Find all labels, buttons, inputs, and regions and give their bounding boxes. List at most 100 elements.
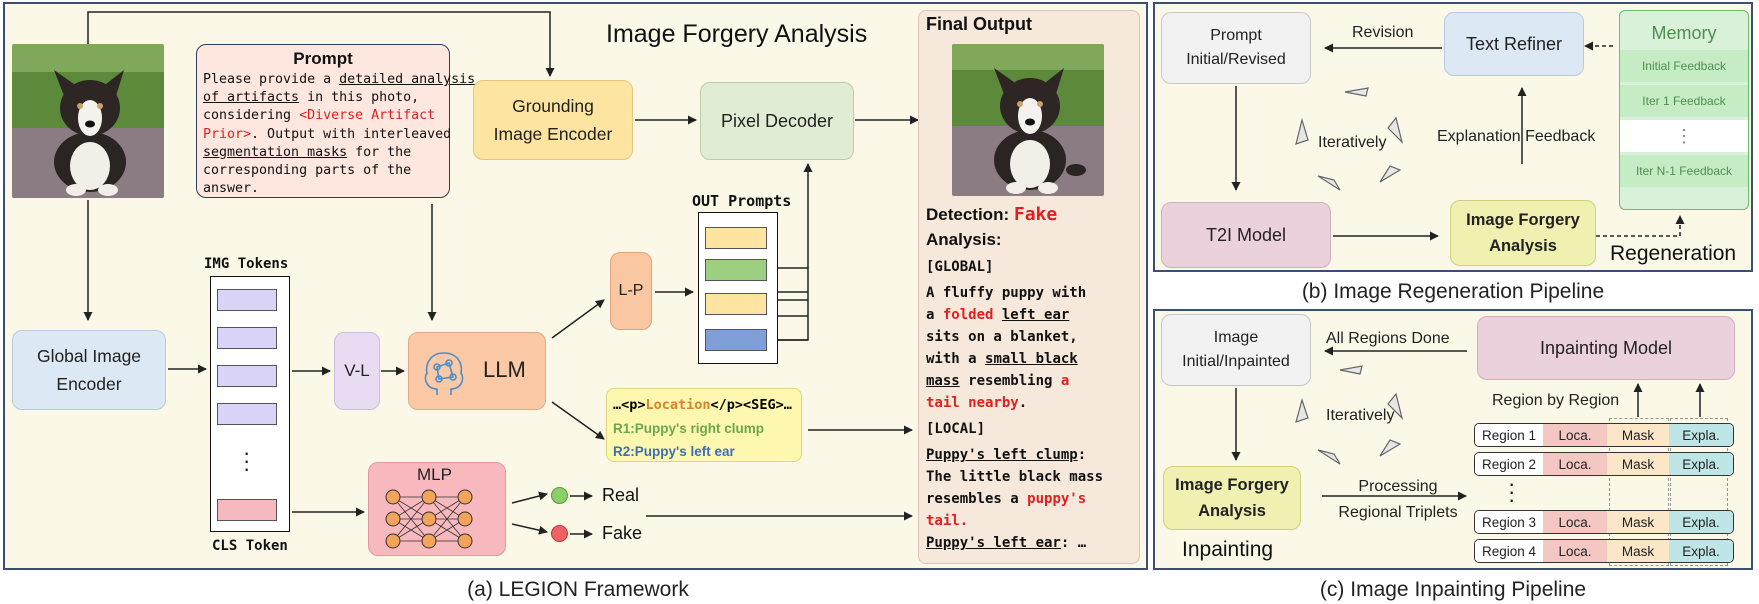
analysis-body: [GLOBAL] A fluffy puppy with a folded lef… xyxy=(926,256,1138,554)
arrow-llm-to-seg xyxy=(551,401,605,440)
global-analysis-line: tail nearby. xyxy=(926,392,1138,414)
region-loca: Loca. xyxy=(1543,511,1607,533)
ellipsis-icon: ··· xyxy=(243,440,251,481)
region-expla: Expla. xyxy=(1669,540,1733,562)
img-token xyxy=(217,365,277,387)
global-analysis-segment: mass xyxy=(926,373,960,389)
memory-item: Iter 1 Feedback xyxy=(1620,85,1748,117)
prompt-segment: of artifacts xyxy=(203,90,300,106)
all-regions-done-label: All Regions Done xyxy=(1326,330,1450,347)
global-analysis-segment: sits on a blanket, xyxy=(926,329,1078,345)
local-analysis-segment: : … xyxy=(1060,535,1087,551)
region-loca: Loca. xyxy=(1543,453,1607,475)
local-analysis-segment: : xyxy=(1077,447,1087,463)
img-tokens-stack: ··· xyxy=(210,276,290,532)
mask-column-highlight xyxy=(1609,418,1669,566)
global-analysis-segment: a xyxy=(926,307,943,323)
global-analysis-line: a folded left ear xyxy=(926,304,1138,326)
region-expla: Expla. xyxy=(1669,453,1733,475)
region-name: Region 2 xyxy=(1475,453,1543,475)
prompt-line: Please provide a detailed analysis xyxy=(203,71,475,89)
region-mask: Mask xyxy=(1607,424,1669,446)
image-initial-inpainted: Image Initial/Inpainted xyxy=(1161,314,1311,386)
region-mask: Mask xyxy=(1607,453,1669,475)
lp-projector: L-P xyxy=(610,252,652,330)
global-analysis-segment: resembling xyxy=(959,373,1061,389)
out-prompts-stack xyxy=(698,212,778,364)
prompt-segment: Please provide a xyxy=(203,72,340,87)
fake-label: Fake xyxy=(602,523,643,543)
region-name: Region 4 xyxy=(1475,540,1543,562)
global-analysis-segment: . xyxy=(1018,395,1028,411)
processing-label: Processing Regional Triplets xyxy=(1338,478,1458,521)
region-by-region-label: Region by Region xyxy=(1492,392,1620,409)
seg-text-suffix: </p><SEG>… xyxy=(710,397,792,413)
brain-icon xyxy=(424,352,464,395)
local-tag: [LOCAL] xyxy=(926,421,986,437)
seg-location-tag: Location xyxy=(645,397,711,413)
global-analysis-line: A fluffy puppy with xyxy=(926,282,1138,304)
regeneration-label: Regeneration xyxy=(1610,242,1737,265)
out-prompts-label: OUT Prompts xyxy=(692,192,792,210)
iteration-arrows-b xyxy=(1295,87,1404,191)
seg-r1-label: R1: xyxy=(613,421,635,436)
local-analysis-segment: resembles a xyxy=(926,491,1028,507)
prompt-line: of artifacts in this photo, xyxy=(203,89,443,107)
prompt-segment: answer. xyxy=(203,181,260,197)
arrow-llm-to-lp xyxy=(551,299,605,339)
global-analysis-segment: tail nearby xyxy=(926,395,1019,411)
final-output-title: Final Output xyxy=(926,14,1032,34)
local-analysis-segment: tail. xyxy=(926,513,969,529)
explanation-feedback-label: Explanation Feedback xyxy=(1437,128,1596,145)
cls-token xyxy=(217,499,277,521)
local-analysis-line: Puppy's left clump: xyxy=(926,444,1138,466)
seg-text-prefix: …<p> xyxy=(613,397,646,413)
out-token xyxy=(705,227,767,249)
out-token xyxy=(705,329,767,351)
cls-token-label: CLS Token xyxy=(212,538,288,554)
memory-item: Initial Feedback xyxy=(1620,50,1748,82)
memory-title: Memory xyxy=(1651,23,1717,43)
prompt-segment: in this photo, xyxy=(299,90,420,106)
caption-panel-a: (a) LEGION Framework xyxy=(467,578,689,601)
region-expla: Expla. xyxy=(1669,424,1733,446)
local-analysis-segment: Puppy's left ear xyxy=(926,535,1061,551)
global-analysis-segment: folded xyxy=(942,307,994,323)
real-dot-icon xyxy=(551,487,568,504)
pixel-decoder: Pixel Decoder xyxy=(700,82,854,160)
local-analysis-line: resembles a puppy's xyxy=(926,488,1138,510)
prompt-segment: detailed analysis xyxy=(339,72,476,87)
vl-projector: V-L xyxy=(334,332,380,410)
global-image-encoder: Global Image Encoder xyxy=(12,330,166,410)
global-analysis-segment: A fluffy puppy with xyxy=(926,285,1087,301)
mlp-block: MLP xyxy=(368,462,506,556)
prompt-segment: Prior> xyxy=(203,126,252,142)
region-expla: Expla. xyxy=(1669,511,1733,533)
arrow-mlp-to-fake xyxy=(511,523,548,535)
region-loca: Loca. xyxy=(1543,540,1607,562)
segmentation-text-box: …<p>Location</p><SEG>… R1:Puppy's right … xyxy=(606,388,802,462)
inpainting-model: Inpainting Model xyxy=(1477,316,1735,380)
local-analysis-text: Puppy's left clump:The little black mass… xyxy=(926,444,1138,554)
global-tag: [GLOBAL] xyxy=(926,259,994,275)
inpainting-label: Inpainting xyxy=(1182,538,1274,561)
seg-r2-label: R2: xyxy=(613,444,635,459)
local-analysis-line: Puppy's left ear: … xyxy=(926,532,1138,554)
bracket-out-prompts xyxy=(776,267,809,341)
img-token xyxy=(217,289,277,311)
memory-item: Iter N-1 Feedback xyxy=(1620,155,1748,187)
img-token xyxy=(217,327,277,349)
img-token xyxy=(217,403,277,425)
region-name: Region 3 xyxy=(1475,511,1543,533)
mlp-label: MLP xyxy=(417,465,452,484)
local-analysis-segment: Puppy's left clump xyxy=(926,447,1078,463)
region-mask: Mask xyxy=(1607,511,1669,533)
iteratively-label-c: Iteratively xyxy=(1326,407,1395,424)
iteration-arrows-c xyxy=(1295,365,1404,465)
region-name: Region 1 xyxy=(1475,424,1543,446)
